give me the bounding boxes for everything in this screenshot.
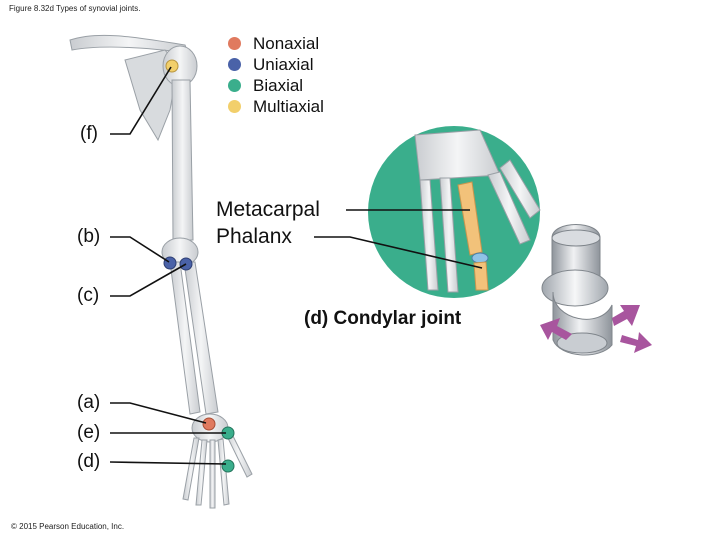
joint-label-e: (e) (77, 422, 101, 443)
arrow-left-icon (540, 318, 572, 340)
movement-arrows (540, 305, 652, 353)
legend-swatch-nonaxial (228, 37, 241, 50)
condylar-joint-highlight (471, 252, 489, 264)
leader-line-b (110, 236, 170, 263)
legend-item-nonaxial: Nonaxial (228, 33, 324, 54)
detail-hand-bones (414, 129, 541, 293)
metacarpal-highlight (457, 181, 483, 256)
leader-line-c (110, 263, 187, 297)
legend-item-biaxial: Biaxial (228, 75, 324, 96)
phalanx-highlight (473, 261, 489, 291)
legend-label-nonaxial: Nonaxial (253, 34, 320, 53)
detail-leader-lines (314, 209, 483, 269)
arrow-right-icon (620, 332, 652, 353)
ulna-bone (169, 261, 201, 415)
condylar-joint-model (541, 224, 613, 356)
joint-marker-shoulder (165, 59, 179, 73)
joint-label-a: (a) (77, 392, 101, 413)
leader-line-d (109, 461, 227, 465)
hand-bones (182, 429, 253, 509)
legend-label-biaxial: Biaxial (253, 76, 304, 95)
joint-marker-wrist (202, 417, 216, 431)
legend-swatch-multiaxial (228, 100, 241, 113)
legend-swatch-uniaxial (228, 58, 241, 71)
figure-caption: Figure 8.32d Types of synovial joints. (9, 4, 141, 13)
metacarpal-label: Metacarpal (216, 198, 320, 221)
joint-label-d: (d) (77, 451, 101, 472)
leader-line-f (110, 66, 172, 135)
leader-lines (109, 66, 227, 465)
leader-line-a (110, 402, 207, 424)
legend-item-multiaxial: Multiaxial (228, 96, 324, 117)
legend-label-multiaxial: Multiaxial (253, 97, 324, 116)
leader-line-phalanx (314, 236, 483, 269)
joint-marker-knuckle (221, 459, 235, 473)
joint-marker-elbow-1 (163, 256, 177, 270)
joint-label-c: (c) (77, 285, 100, 306)
legend: Nonaxial Uniaxial Biaxial Multiaxial (228, 33, 324, 117)
condylar-joint-title: (d) Condylar joint (304, 308, 462, 329)
joint-label-b: (b) (77, 226, 101, 247)
arrow-up-right-icon (612, 305, 640, 326)
legend-item-uniaxial: Uniaxial (228, 54, 324, 75)
copyright-notice: © 2015 Pearson Education, Inc. (11, 522, 125, 531)
joint-label-f: (f) (80, 123, 98, 144)
phalanx-label: Phalanx (216, 225, 292, 248)
legend-label-uniaxial: Uniaxial (253, 55, 314, 74)
humerus-bone (171, 79, 194, 241)
legend-swatch-biaxial (228, 79, 241, 92)
